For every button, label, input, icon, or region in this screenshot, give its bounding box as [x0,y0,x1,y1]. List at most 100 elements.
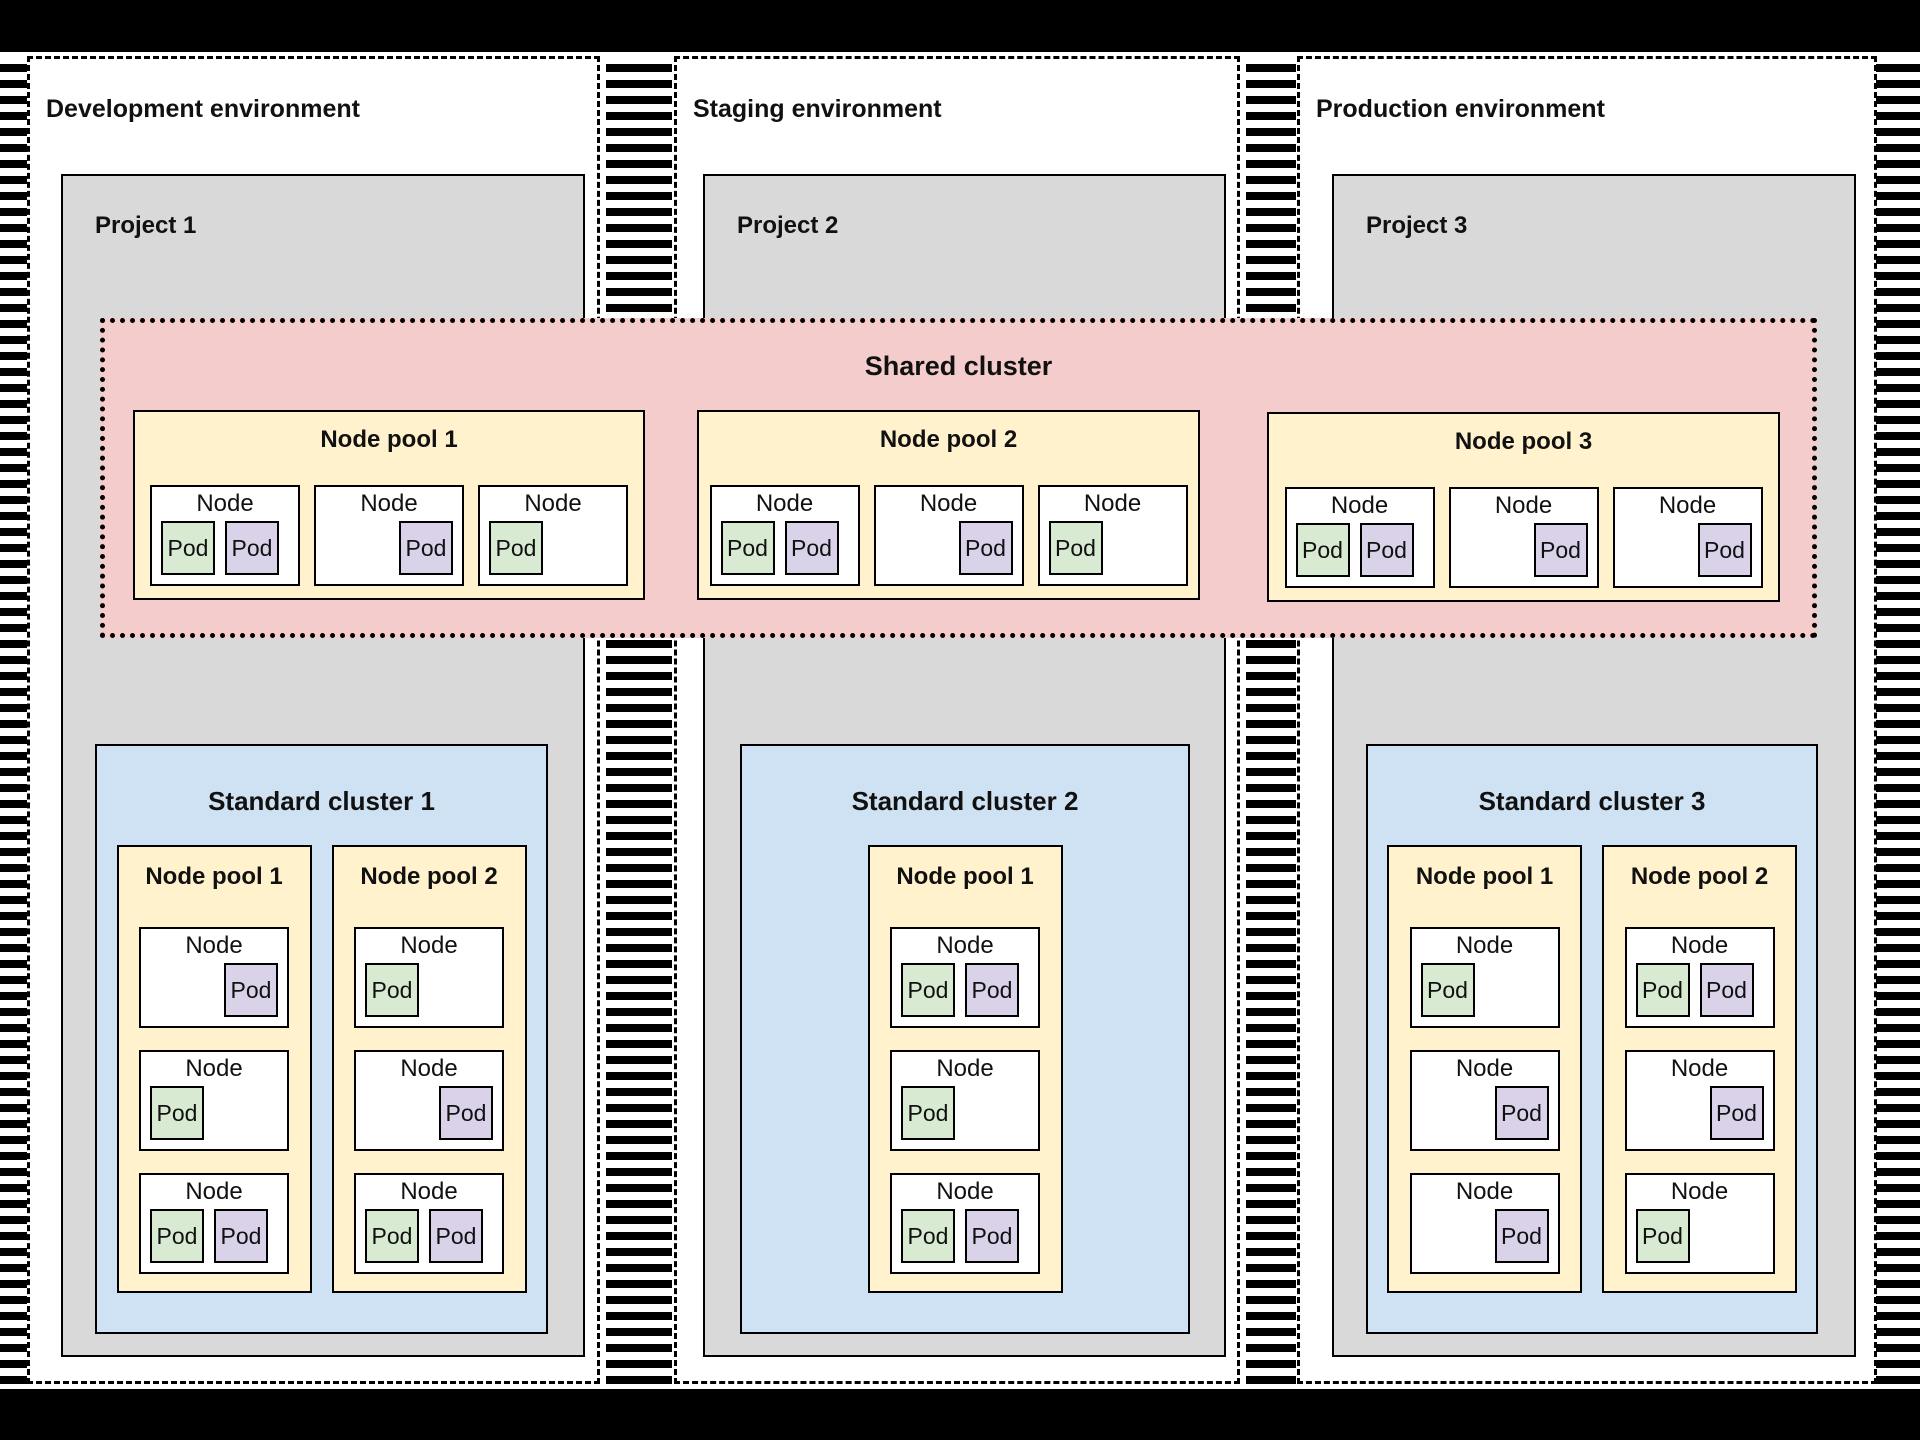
pod-box-purple: Pod [958,521,1013,575]
pod-box-purple: Pod [1709,1086,1764,1140]
node-pool-title: Node pool 1 [320,426,458,453]
pod-box-purple: Pod [1494,1209,1549,1263]
pod-box-green: Pod [901,963,955,1017]
pod-box-purple: Pod [1359,523,1414,577]
node-label: Node [755,490,814,517]
node-pool-title: Node pool 1 [1415,863,1554,890]
pods-group: Pod [1412,1086,1558,1149]
pods-group: Pod [1040,521,1186,584]
hatch-bar-divider-2 [1246,64,1296,1384]
pod-box-green: Pod [1048,521,1103,575]
standard-cluster-title: Standard cluster 2 [851,786,1079,816]
pod-box-purple: Pod [429,1209,483,1263]
pod-box-green: Pod [161,521,215,575]
node-label: Node [400,932,458,959]
node-label: Node [1455,932,1514,959]
pod-box-purple: Pod [1533,523,1588,577]
node-label: Node [196,490,254,517]
pod-box-green: Pod [489,521,543,575]
node-label: Node [1494,492,1553,519]
shared-cluster-title: Shared cluster [864,351,1053,381]
pod-box-purple: Pod [399,521,453,575]
node-label: Node [919,490,978,517]
pods-group: Pod [876,521,1022,584]
pod-box-green: Pod [1635,1209,1690,1263]
project-title: Project 1 [95,212,197,239]
node-label: Node [1083,490,1142,517]
node-label: Node [1670,1055,1729,1082]
node-label: Node [1455,1055,1514,1082]
pod-box-green: Pod [1635,963,1690,1017]
standard-cluster-title: Standard cluster 3 [1478,786,1706,816]
node-label: Node [400,1055,458,1082]
project-title: Project 3 [1366,212,1468,239]
node-label: Node [1670,932,1729,959]
project-title: Project 2 [737,212,839,239]
pod-box-green: Pod [720,521,775,575]
pod-box-purple: Pod [214,1209,268,1263]
pod-box-green: Pod [150,1209,204,1263]
hatch-bar-right [1876,64,1920,1384]
node-pool-title: Node pool 2 [1630,863,1769,890]
node-pool-title: Node pool 1 [896,863,1034,890]
pod-box-green: Pod [901,1209,955,1263]
pod-box-green: Pod [150,1086,204,1140]
environment-title: Production environment [1316,95,1605,123]
pod-box-purple: Pod [439,1086,493,1140]
node-pool-title: Node pool 2 [879,426,1018,453]
node-label: Node [1455,1178,1514,1205]
pods-group: Pod [316,521,462,584]
node-label: Node [936,1055,994,1082]
pod-box-purple: Pod [965,963,1019,1017]
pods-group: Pod [1615,523,1761,586]
node-pool-title: Node pool 2 [360,863,498,890]
node-pool-title: Node pool 3 [1454,428,1593,455]
pods-group: Pod [892,1086,1038,1149]
pods-group: Pod [141,963,287,1026]
pod-box-purple: Pod [1699,963,1754,1017]
node-label: Node [400,1178,458,1205]
pods-group: Pod [1412,963,1558,1026]
pod-box-purple: Pod [965,1209,1019,1263]
